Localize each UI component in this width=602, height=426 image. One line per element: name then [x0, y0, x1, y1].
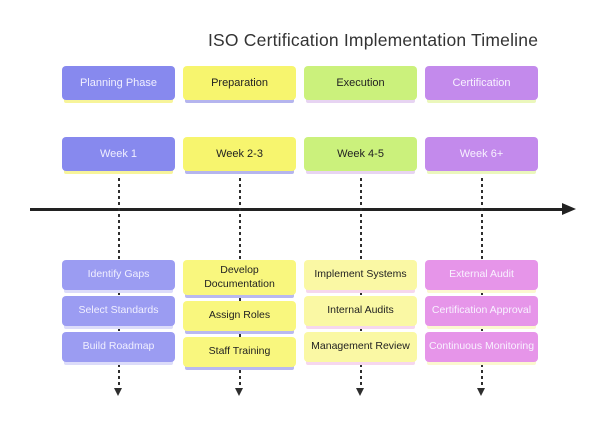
task-box: External Audit: [425, 260, 538, 290]
column-execution: Execution Week 4-5 Implement Systems Int…: [304, 66, 417, 411]
timeline-axis-arrowhead-icon: [562, 203, 576, 215]
task-list: Develop Documentation Assign Roles Staff…: [183, 260, 296, 368]
phase-box: Preparation: [183, 66, 296, 100]
week-label: Week 6+: [459, 148, 504, 160]
down-arrow-icon: [356, 388, 364, 396]
phase-label: Execution: [336, 77, 385, 89]
column-planning-phase: Planning Phase Week 1 Identify Gaps Sele…: [62, 66, 175, 411]
task-list: External Audit Certification Approval Co…: [425, 260, 538, 362]
task-box: Continuous Monitoring: [425, 332, 538, 362]
task-label: Certification Approval: [431, 304, 532, 317]
task-box: Internal Audits: [304, 296, 417, 326]
task-label: Staff Training: [208, 345, 271, 358]
task-box: Staff Training: [183, 337, 296, 368]
column-certification: Certification Week 6+ External Audit Cer…: [425, 66, 538, 411]
task-list: Implement Systems Internal Audits Manage…: [304, 260, 417, 362]
phase-label: Certification: [452, 77, 511, 89]
week-box: Week 4-5: [304, 137, 417, 171]
week-box: Week 6+: [425, 137, 538, 171]
columns-grid: Planning Phase Week 1 Identify Gaps Sele…: [62, 66, 538, 411]
task-label: Management Review: [311, 340, 410, 353]
week-label: Week 1: [99, 148, 138, 160]
down-arrow-icon: [477, 388, 485, 396]
week-label: Week 2-3: [216, 148, 263, 160]
task-label: Implement Systems: [314, 268, 407, 281]
diagram-title: ISO Certification Implementation Timelin…: [208, 30, 539, 50]
task-label: Internal Audits: [327, 304, 394, 317]
task-label: Continuous Monitoring: [428, 340, 535, 353]
timeline-axis: [30, 208, 566, 211]
task-list: Identify Gaps Select Standards Build Roa…: [62, 260, 175, 362]
task-box: Certification Approval: [425, 296, 538, 326]
task-box: Assign Roles: [183, 301, 296, 332]
task-label: Identify Gaps: [87, 268, 150, 281]
task-label: Select Standards: [78, 304, 159, 317]
task-label: Build Roadmap: [82, 340, 155, 353]
task-box: Management Review: [304, 332, 417, 362]
task-box: Select Standards: [62, 296, 175, 326]
task-label: Develop Documentation: [204, 264, 275, 290]
task-box: Identify Gaps: [62, 260, 175, 290]
task-label: External Audit: [449, 268, 514, 281]
task-box: Implement Systems: [304, 260, 417, 290]
task-box: Develop Documentation: [183, 260, 296, 296]
week-box: Week 2-3: [183, 137, 296, 171]
week-label: Week 4-5: [337, 148, 384, 160]
task-box: Build Roadmap: [62, 332, 175, 362]
phase-label: Planning Phase: [79, 77, 158, 89]
phase-box: Certification: [425, 66, 538, 100]
column-preparation: Preparation Week 2-3 Develop Documentati…: [183, 66, 296, 411]
phase-box: Execution: [304, 66, 417, 100]
phase-label: Preparation: [211, 77, 268, 89]
phase-box: Planning Phase: [62, 66, 175, 100]
down-arrow-icon: [235, 388, 243, 396]
week-box: Week 1: [62, 137, 175, 171]
down-arrow-icon: [114, 388, 122, 396]
task-label: Assign Roles: [208, 309, 271, 322]
